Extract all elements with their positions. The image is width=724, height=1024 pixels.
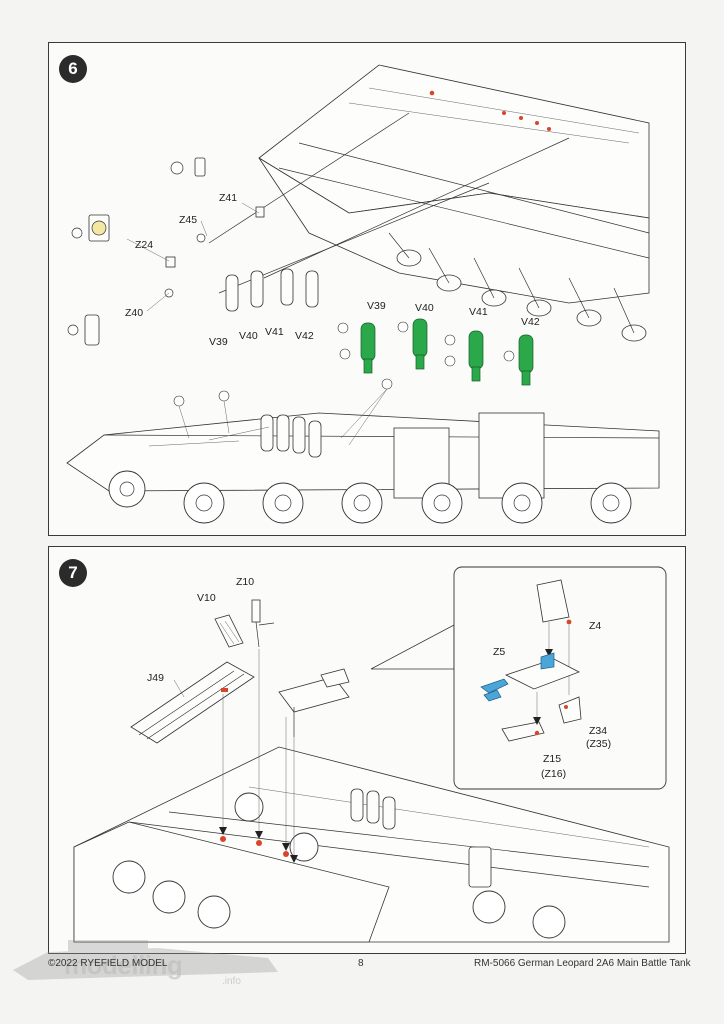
footer-copyright: ©2022 RYEFIELD MODEL xyxy=(48,958,168,969)
driver-seat xyxy=(278,668,350,737)
callout-J49: J49 xyxy=(147,672,164,684)
footer-product-title: RM-5066 German Leopard 2A6 Main Battle T… xyxy=(474,958,691,969)
callout-Z5: Z5 xyxy=(493,646,505,658)
callout-V40-green: V40 xyxy=(415,302,434,314)
callout-V42-green: V42 xyxy=(521,316,540,328)
watermark-subtext: .info xyxy=(222,976,241,987)
callout-Z15: Z15 xyxy=(543,753,561,765)
callout-Z16: (Z16) xyxy=(541,768,566,780)
callout-Z34: Z34 xyxy=(589,725,607,737)
callout-Z35: (Z35) xyxy=(586,738,611,750)
part-V10-pedal xyxy=(214,614,244,648)
step-6-drawing: Z41 Z45 Z24 Z40 V39 V40 V41 V42 V39 V40 … xyxy=(66,64,660,524)
step-7-panel: 7 xyxy=(48,546,686,954)
callout-V42-white: V42 xyxy=(295,330,314,342)
callout-Z10: Z10 xyxy=(236,576,254,588)
callout-V40-white: V40 xyxy=(239,330,258,342)
callout-Z45: Z45 xyxy=(179,214,197,226)
green-shock-absorbers xyxy=(337,318,534,386)
callout-Z40: Z40 xyxy=(125,307,143,319)
part-J49-plate xyxy=(130,661,255,744)
step-6-panel: 6 xyxy=(48,42,686,536)
callout-V41-green: V41 xyxy=(469,306,488,318)
callout-Z41: Z41 xyxy=(219,192,237,204)
callout-Z24: Z24 xyxy=(135,239,153,251)
step-7-drawing: V10 Z10 J49 Z4 Z5 Z34 (Z35) Z15 (Z16) xyxy=(73,566,670,943)
callout-V39-green: V39 xyxy=(367,300,386,312)
upper-hull-assembly xyxy=(208,64,650,342)
step-number-6: 6 xyxy=(59,55,87,83)
callout-Z4: Z4 xyxy=(589,620,601,632)
assembly-arrows xyxy=(219,649,298,863)
watermark-tank-graphic xyxy=(13,940,278,980)
callout-V10: V10 xyxy=(197,592,216,604)
step-number-7: 7 xyxy=(59,559,87,587)
callout-V39-white: V39 xyxy=(209,336,228,348)
footer-page-number: 8 xyxy=(358,958,364,969)
part-Z10-lever xyxy=(251,599,275,648)
hull-interior-assembly xyxy=(73,746,670,943)
inset-detail xyxy=(370,566,667,790)
callout-leaders xyxy=(126,202,260,312)
lower-hull-side-view xyxy=(66,378,660,524)
watermark-text: modelling xyxy=(64,950,183,980)
callout-V41-white: V41 xyxy=(265,326,284,338)
road-wheels xyxy=(108,470,632,524)
suspension-arms xyxy=(388,232,647,342)
hull-wheels xyxy=(112,792,566,939)
